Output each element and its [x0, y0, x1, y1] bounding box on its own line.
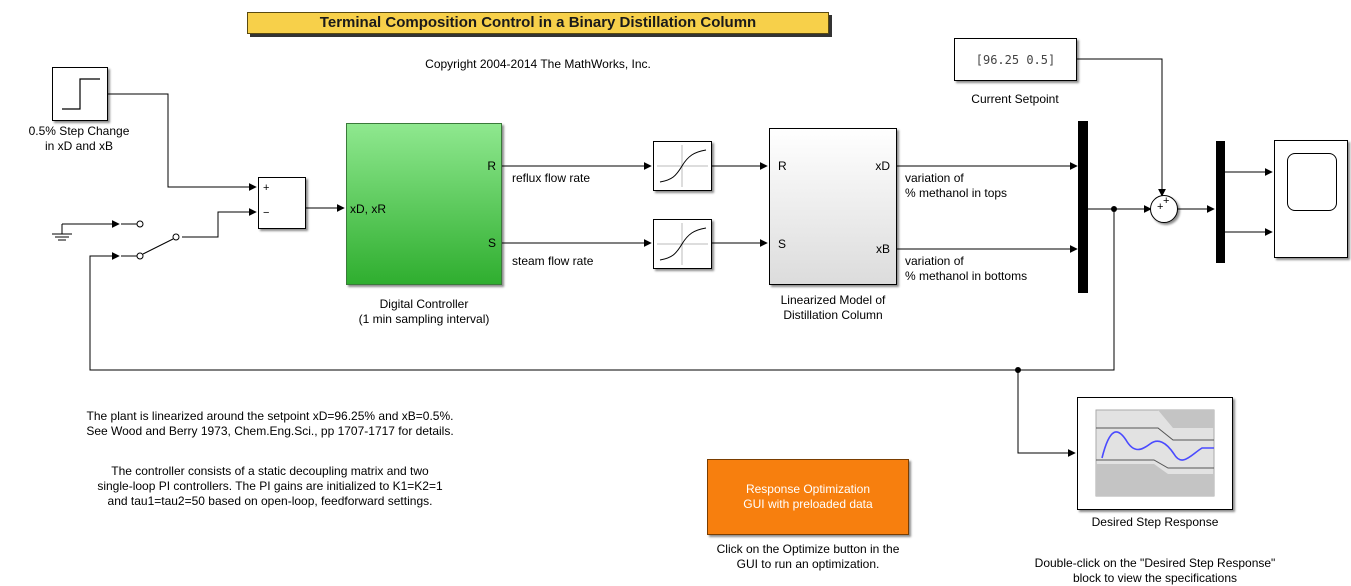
step-label: 0.5% Step Change in xD and xB: [28, 124, 130, 153]
optimize-caption: Click on the Optimize button in the GUI …: [716, 542, 900, 571]
reflux-saturation-block[interactable]: [653, 141, 712, 191]
setpoint-constant-block[interactable]: [96.25 0.5]: [954, 38, 1077, 81]
manual-switch: [121, 220, 180, 260]
saturation-icon: [657, 145, 708, 187]
setpoint-sum-block[interactable]: + +: [1150, 195, 1178, 223]
step-response-icon: [1095, 409, 1215, 497]
controller-label: Digital Controller (1 min sampling inter…: [358, 297, 490, 326]
scope-screen-icon: [1287, 153, 1337, 211]
saturation-icon: [657, 223, 708, 265]
desired-label: Desired Step Response: [1091, 515, 1219, 529]
plant-output-xd: xD: [875, 159, 890, 173]
output-mux[interactable]: [1078, 121, 1088, 293]
scope-mux[interactable]: [1216, 141, 1225, 263]
plant-note: The plant is linearized around the setpo…: [86, 409, 454, 438]
error-sum-block[interactable]: + −: [258, 177, 306, 229]
plant-output-xb: xB: [875, 242, 890, 256]
plant-input-s: S: [778, 237, 787, 251]
reflux-signal-label: reflux flow rate: [512, 171, 591, 185]
plant-input-r: R: [778, 159, 787, 173]
sum-minus-sign: −: [263, 207, 270, 219]
sum2-plus-left: +: [1157, 201, 1164, 213]
plant-label: Linearized Model of Distillation Column: [780, 293, 886, 322]
sum2-plus-top: +: [1163, 195, 1170, 207]
page-title: Terminal Composition Control in a Binary…: [247, 12, 829, 34]
scope-block[interactable]: [1274, 140, 1348, 258]
copyright-text: Copyright 2004-2014 The MathWorks, Inc.: [425, 57, 651, 71]
distillation-plant-block[interactable]: R S xD xB: [769, 128, 897, 285]
setpoint-value: [96.25 0.5]: [975, 52, 1056, 67]
controller-output-s: S: [487, 236, 496, 250]
tops-signal-label: variation of % methanol in tops: [905, 171, 1008, 200]
bottoms-signal-label: variation of % methanol in bottoms: [905, 254, 1028, 283]
step-block[interactable]: [52, 67, 108, 121]
sum-plus-sign: +: [263, 182, 270, 194]
response-optimization-button[interactable]: Response Optimization GUI with preloaded…: [707, 459, 909, 535]
controller-note: The controller consists of a static deco…: [97, 464, 443, 508]
controller-input-port: xD, xR: [350, 202, 386, 216]
desired-note: Double-click on the "Desired Step Respon…: [1034, 556, 1276, 585]
setpoint-label: Current Setpoint: [971, 92, 1059, 106]
steam-saturation-block[interactable]: [653, 219, 712, 269]
digital-controller-block[interactable]: xD, xR R S: [346, 123, 502, 285]
controller-output-r: R: [487, 159, 496, 173]
desired-step-response-block[interactable]: [1077, 397, 1233, 510]
steam-signal-label: steam flow rate: [512, 254, 594, 268]
step-icon: [62, 78, 100, 110]
